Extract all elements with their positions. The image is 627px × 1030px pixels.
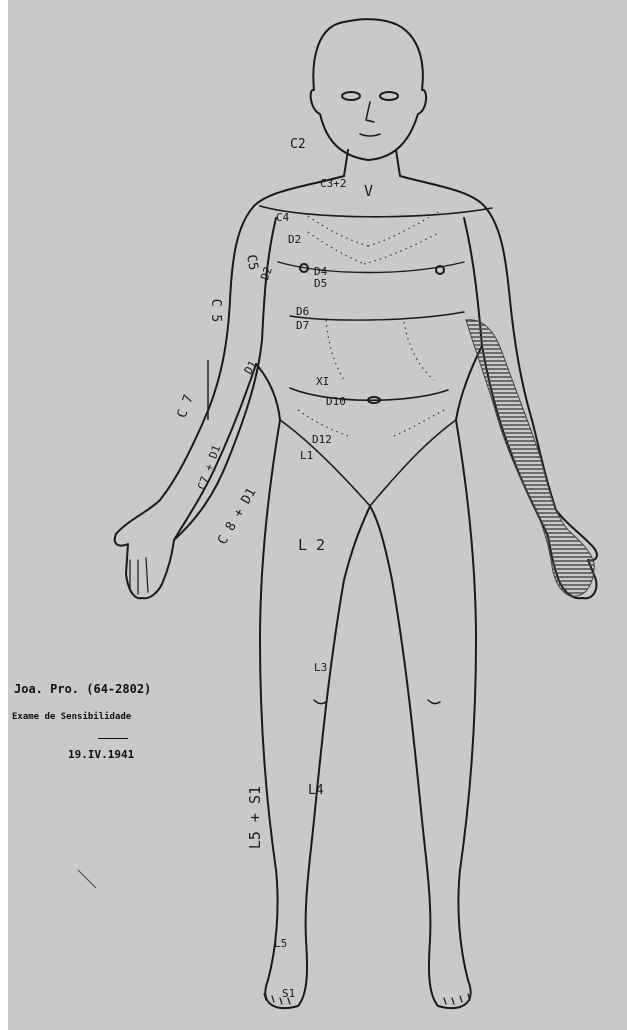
label-c2: C2 — [290, 138, 306, 151]
label-l5-s1: L5 + S1 — [248, 786, 263, 849]
annotation-patient: Joa. Pro. (64-2802) — [14, 682, 151, 696]
label-d4: D4 — [314, 266, 327, 277]
hatched-area-icon — [466, 320, 594, 597]
label-d6: D6 — [296, 306, 309, 317]
label-l2: L 2 — [298, 538, 325, 553]
label-l3: L3 — [314, 662, 327, 673]
label-c4: C4 — [276, 212, 289, 223]
label-l1: L1 — [300, 450, 313, 461]
label-d5: D5 — [314, 278, 327, 289]
label-d7: D7 — [296, 320, 309, 331]
annotation-date: 19.IV.1941 — [68, 748, 134, 761]
label-l4: L4 — [308, 784, 324, 797]
label-d10: D10 — [326, 396, 346, 407]
label-l5: L5 — [274, 938, 287, 949]
dermatome-chart: C2 C3+2 V C4 D2 C5 D2 D4 D5 D6 D7 C 5 D1… — [8, 0, 627, 1030]
label-d2: D2 — [288, 234, 301, 245]
body-outline-icon — [8, 0, 627, 1030]
label-s1: S1 — [282, 988, 295, 999]
label-v: V — [364, 184, 373, 199]
label-xi: XI — [316, 376, 329, 387]
label-d12: D12 — [312, 434, 332, 445]
annotation-rule — [98, 738, 128, 739]
label-c3-c2: C3+2 — [320, 178, 347, 189]
annotation-exam: Exame de Sensibilidade — [12, 712, 131, 722]
label-c5-shoulder: C5 — [244, 254, 260, 272]
label-c5-outer: C 5 — [209, 299, 222, 322]
